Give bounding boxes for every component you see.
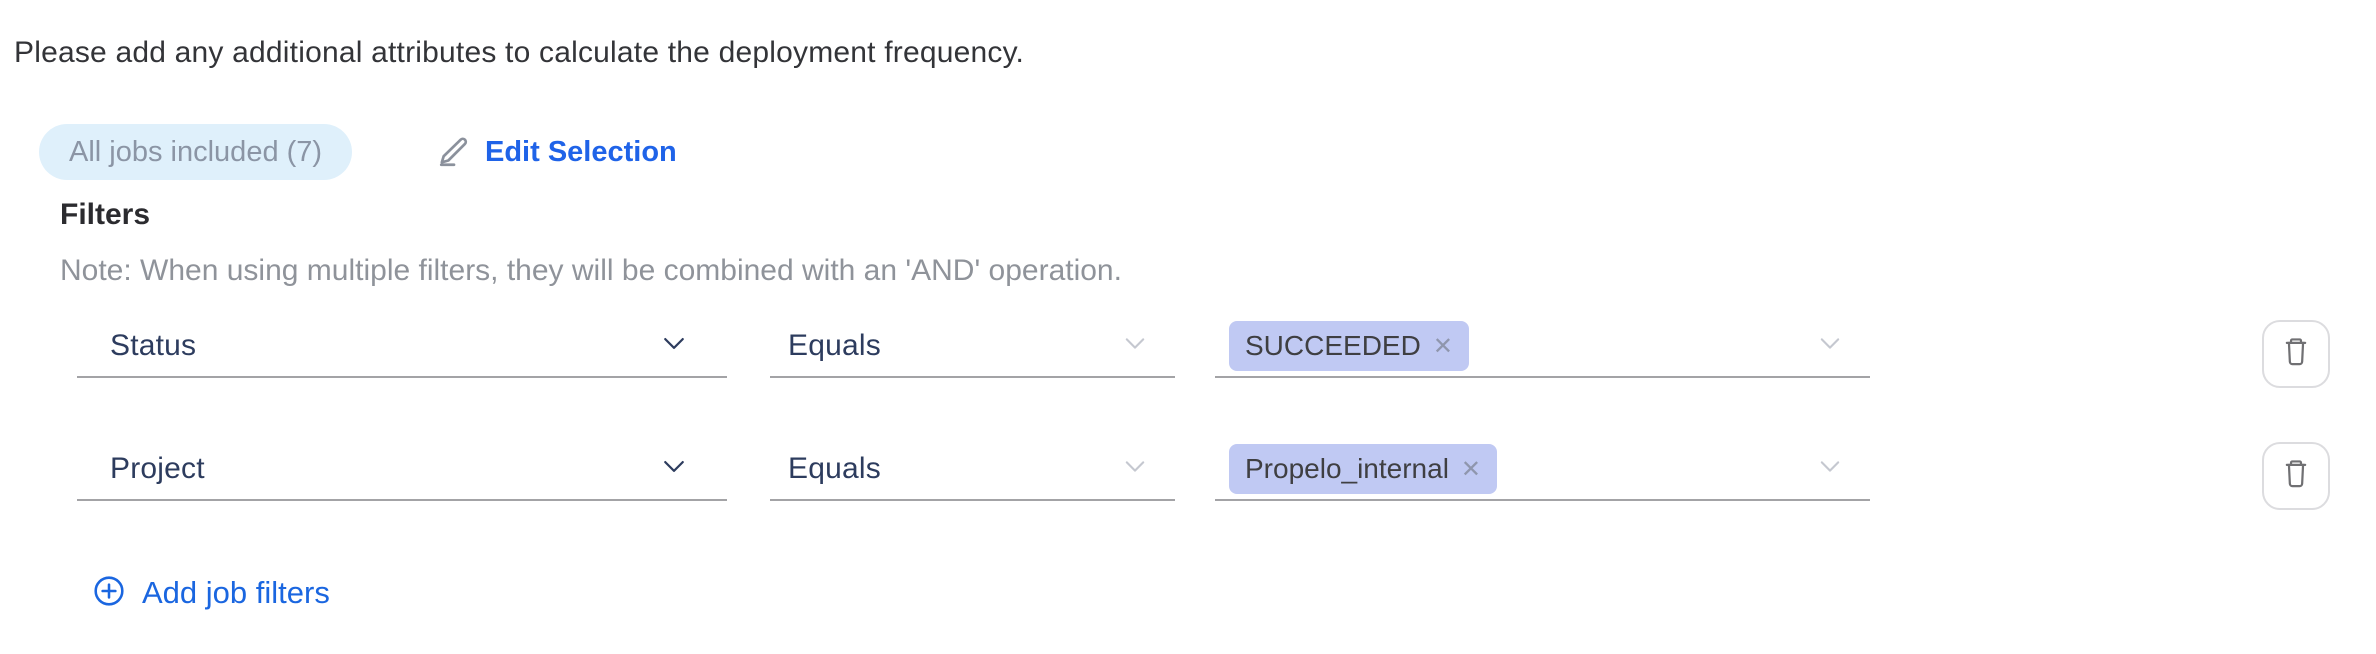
chip-remove-icon[interactable]: ✕	[1432, 332, 1453, 360]
attribute-select[interactable]: Status	[77, 316, 727, 378]
delete-filter-button[interactable]	[2262, 442, 2330, 510]
chevron-down-icon	[659, 452, 689, 487]
jobs-included-badge: All jobs included (7)	[39, 124, 353, 180]
value-chip: Propelo_internal ✕	[1229, 444, 1498, 494]
trash-icon	[2280, 457, 2312, 496]
intro-text: Please add any additional attributes to …	[14, 36, 1025, 69]
attribute-select[interactable]: Project	[77, 439, 727, 501]
values-multiselect[interactable]: Propelo_internal ✕	[1215, 439, 1870, 501]
filters-note: Note: When using multiple filters, they …	[60, 254, 1122, 287]
edit-selection-label: Edit Selection	[485, 135, 677, 168]
filter-row: Project Equals Propelo_internal ✕	[0, 439, 2376, 503]
chevron-down-icon	[1816, 330, 1844, 363]
value-chip: SUCCEEDED ✕	[1229, 321, 1469, 371]
filter-row: Status Equals SUCCEEDED ✕	[0, 316, 2376, 380]
pencil-underline-icon	[437, 135, 471, 169]
chip-remove-icon[interactable]: ✕	[1460, 455, 1482, 483]
add-job-filters-label: Add job filters	[142, 575, 330, 610]
chevron-down-icon	[1816, 453, 1844, 486]
plus-circle-icon	[92, 574, 126, 613]
delete-filter-button[interactable]	[2262, 320, 2330, 388]
operator-select-value: Equals	[788, 329, 881, 362]
jobs-included-label: All jobs included (7)	[69, 135, 323, 168]
add-job-filters-button[interactable]: Add job filters	[92, 572, 330, 614]
attribute-select-value: Project	[110, 452, 205, 485]
value-chip-label: Propelo_internal	[1245, 453, 1449, 484]
trash-icon	[2280, 335, 2312, 374]
edit-selection-link[interactable]: Edit Selection	[437, 130, 677, 174]
operator-select[interactable]: Equals	[770, 316, 1175, 378]
attribute-select-value: Status	[110, 329, 197, 362]
filters-heading: Filters	[60, 198, 151, 231]
operator-select[interactable]: Equals	[770, 439, 1175, 501]
chevron-down-icon	[1121, 453, 1149, 486]
chevron-down-icon	[659, 329, 689, 364]
operator-select-value: Equals	[788, 452, 881, 485]
values-multiselect[interactable]: SUCCEEDED ✕	[1215, 316, 1870, 378]
value-chip-label: SUCCEEDED	[1245, 330, 1421, 361]
chevron-down-icon	[1121, 330, 1149, 363]
